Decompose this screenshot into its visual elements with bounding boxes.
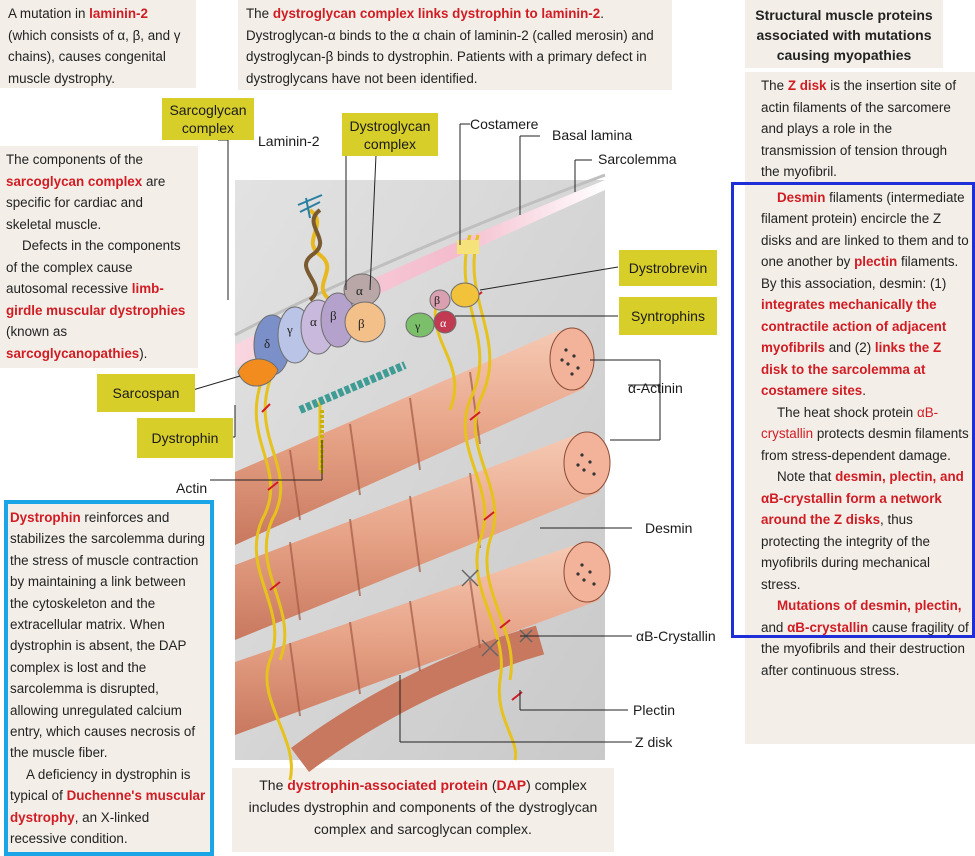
diagram-background [235, 180, 605, 760]
actin-filament [298, 361, 407, 414]
crystallin-markers [461, 569, 533, 657]
leader-lines [185, 123, 661, 743]
sarcolemma-band [235, 180, 605, 368]
desmin-note: Desmin filaments (intermediate filament … [761, 189, 969, 399]
label-sarcolemma: Sarcolemma [598, 151, 677, 167]
label-dystroglycan-complex: Dystroglycan complex [342, 113, 438, 156]
z-disk-note: The Z disk is the insertion site of acti… [761, 78, 957, 179]
label-sarcoglycan-complex: Sarcoglycan complex [162, 98, 254, 140]
laminin-note: A mutation in laminin-2 (which consists … [0, 0, 196, 88]
delta-letter: δ [264, 336, 270, 351]
myofibrils [235, 327, 611, 773]
alpha-letter-syn: α [440, 316, 447, 330]
mutations-note: Mutations of desmin, plectin, and αB-cry… [761, 598, 969, 678]
beta-letter-dg: β [358, 316, 365, 331]
alpha-letter-sg: α [310, 314, 317, 329]
laminin-2 [304, 208, 364, 305]
desmin-filaments [254, 234, 518, 781]
dystroglycan [343, 273, 386, 343]
label-z-disk: Z disk [635, 734, 673, 750]
laminin-head [297, 194, 323, 219]
beta-letter-syn: β [434, 293, 440, 307]
label-desmin: Desmin [645, 520, 693, 536]
beta-letter-sg: β [330, 308, 337, 323]
dystrophin-note: Dystrophin reinforces and stabilizes the… [4, 501, 212, 855]
label-costamere: Costamere [470, 116, 539, 132]
sarcoglycan-blobs [237, 292, 356, 387]
dystrophin-complex [405, 240, 480, 338]
label-syntrophins: Syntrophins [619, 297, 717, 335]
label-laminin2: Laminin-2 [258, 133, 320, 149]
label-actin: Actin [176, 480, 208, 496]
alpha-letter-dg: α [356, 283, 363, 298]
structural-proteins-header: Structural muscle proteins associated wi… [745, 0, 943, 68]
label-basal-lamina: Basal lamina [552, 127, 633, 143]
label-dystrophin: Dystrophin [137, 418, 233, 458]
dystroglycan-note: The dystroglycan complex links dystrophi… [238, 0, 672, 90]
basal-lamina-line [234, 173, 606, 337]
dap-caption: The dystrophin-associated protein (DAP) … [232, 768, 614, 852]
sarcoglycan-note: The components of the sarcoglycan comple… [0, 146, 198, 368]
gamma-letter: γ [286, 322, 293, 337]
gamma-letter-syn: γ [414, 319, 421, 333]
label-plectin: Plectin [633, 702, 676, 718]
label-sarcospan: Sarcospan [97, 374, 195, 412]
network-note: Note that desmin, plectin, and αB-crysta… [761, 469, 964, 592]
label-dystrobrevin: Dystrobrevin [619, 250, 717, 286]
label-ab-crystallin: αB-Crystallin [636, 628, 716, 644]
heat-shock-note: The heat shock protein αB-crystallin pro… [761, 404, 969, 463]
right-column-notes: The Z disk is the insertion site of acti… [745, 72, 975, 744]
label-alpha-actinin: α-Actinin [628, 380, 683, 396]
